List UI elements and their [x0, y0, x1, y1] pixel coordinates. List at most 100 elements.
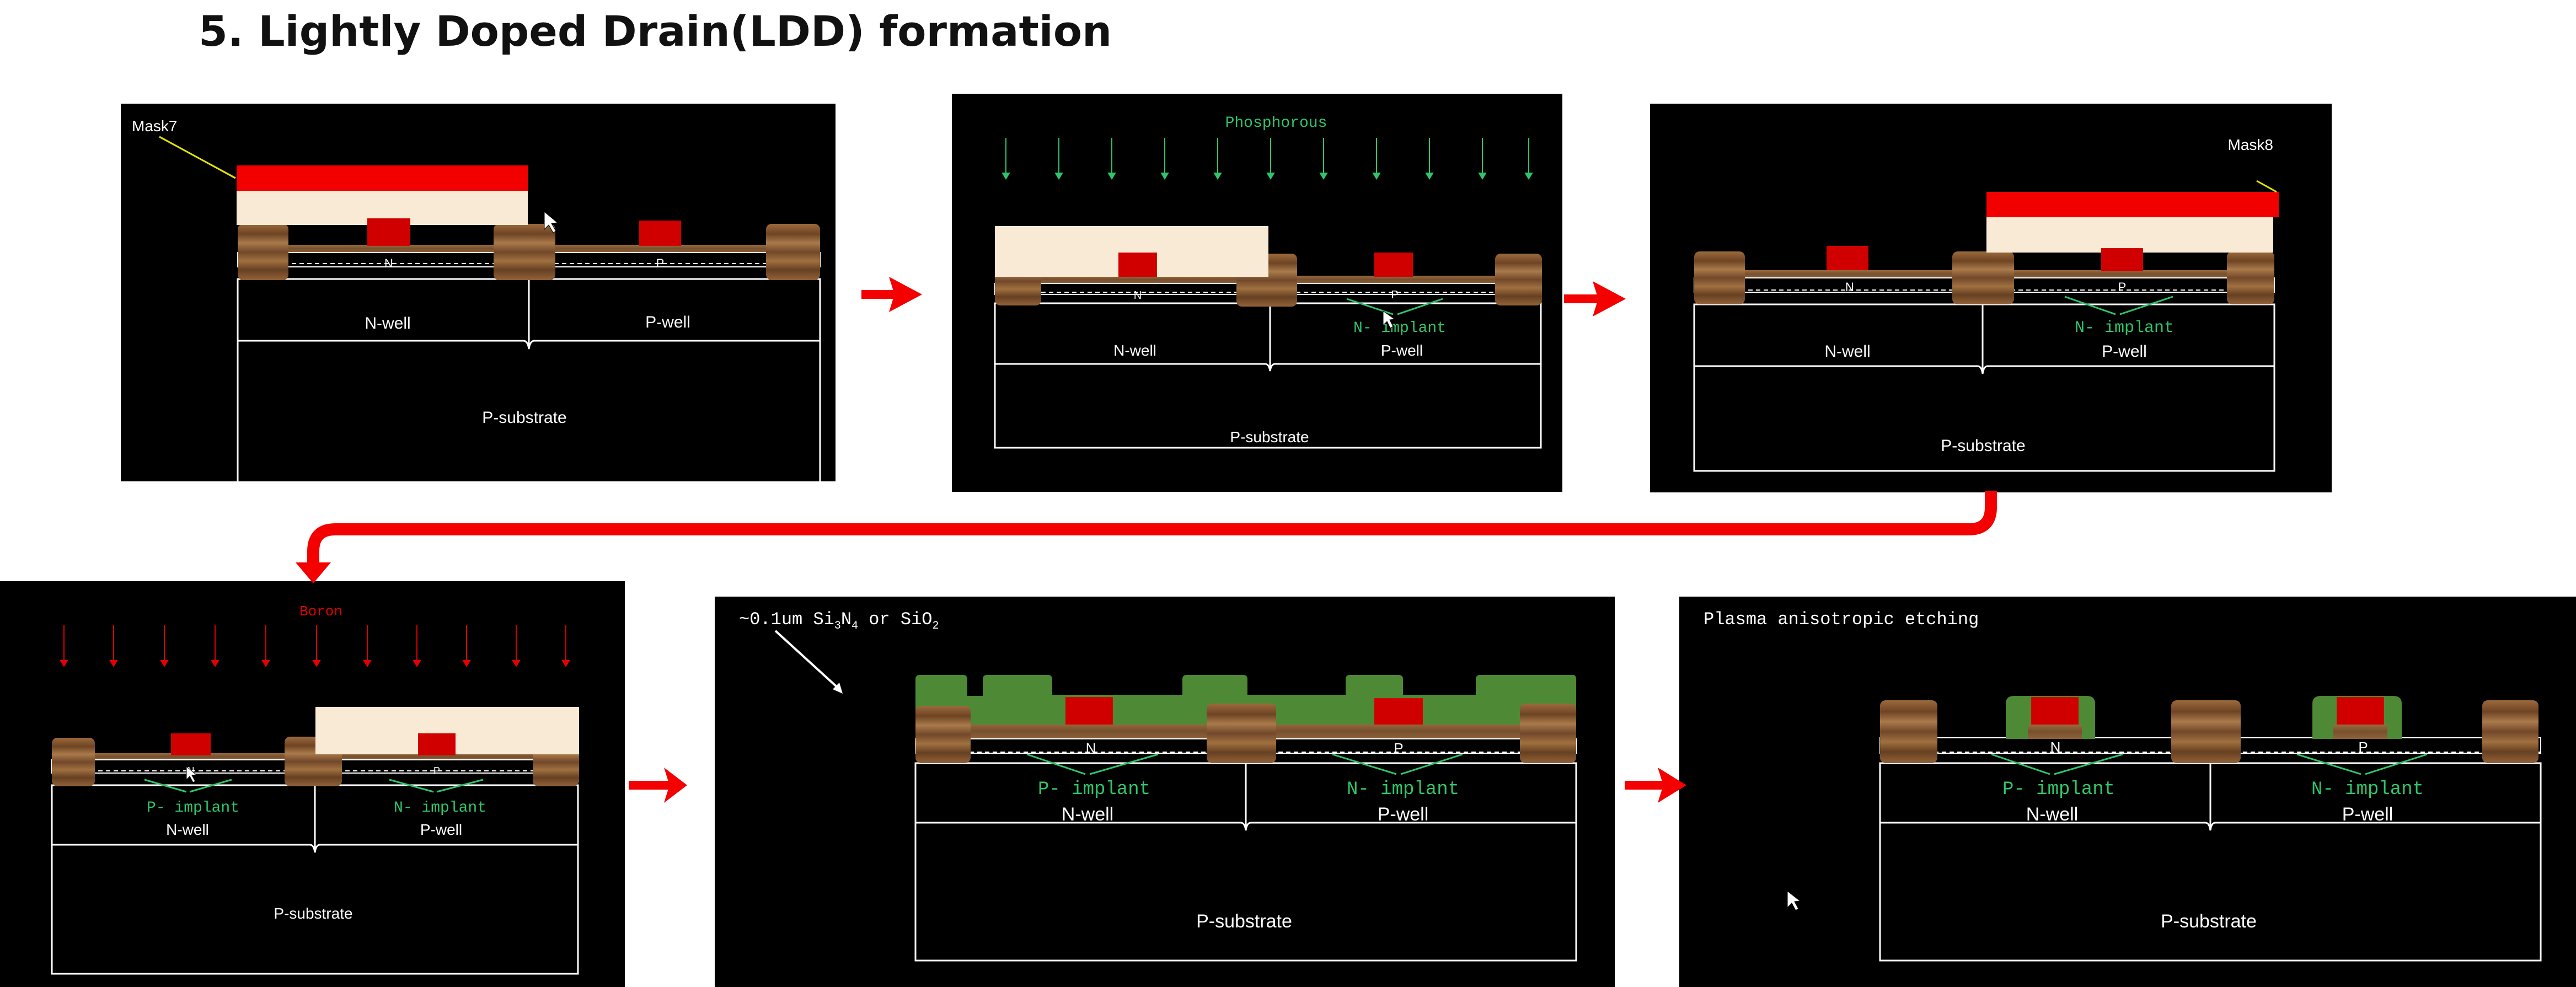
mask-layer — [237, 165, 528, 191]
gate-pmos — [418, 733, 456, 755]
cursor-icon — [186, 765, 197, 783]
substrate-label: P-substrate — [274, 905, 352, 922]
mask-layer — [1986, 192, 2279, 217]
nwell-label: N-well — [166, 821, 209, 838]
substrate-label: P-substrate — [1230, 428, 1309, 446]
cursor-icon — [1383, 310, 1396, 329]
nwell-label: N-well — [1113, 342, 1156, 359]
pwell-label: P-well — [645, 313, 690, 331]
gate-nmos — [1827, 246, 1868, 270]
substrate-outline — [994, 302, 1542, 449]
mask-label: Mask7 — [132, 117, 177, 135]
junction-n-label: N — [1845, 280, 1854, 294]
field-oxide-right — [1495, 254, 1542, 305]
row-connector-icon — [296, 491, 1997, 583]
field-oxide-right — [2482, 700, 2538, 763]
flow-arrow-2-icon — [1564, 281, 1626, 317]
flow-arrow-3-icon — [629, 768, 687, 803]
field-oxide-left — [1880, 700, 1937, 763]
dopant-label: Boron — [299, 603, 342, 620]
panel-boron-implant: Boron N P P- implant N- implant N-well P… — [0, 581, 625, 987]
junction-p-label: P — [1394, 740, 1403, 757]
gate-pmos — [1374, 698, 1423, 725]
well-boundary — [1693, 304, 2275, 374]
implant-label: N- implant — [2075, 319, 2174, 337]
panel-phosphorous-implant: Phosphorous N P N- implant N-well P-well… — [952, 94, 1562, 492]
nwell-label: N-well — [1062, 804, 1113, 825]
pwell-label: P-well — [1378, 804, 1429, 825]
panel-plasma-etching: Plasma anisotropic etching N P P- implan… — [1679, 597, 2576, 987]
field-oxide-right — [2227, 251, 2274, 304]
mask-pointer — [2256, 180, 2277, 193]
implant-arrows — [1002, 138, 1533, 180]
junction-n-label: N — [384, 256, 393, 270]
field-oxide-center — [494, 224, 555, 280]
caption-pointer — [774, 630, 839, 689]
field-oxide-center — [1952, 251, 2014, 304]
field-oxide-center — [2171, 700, 2241, 763]
panel-mask7: Mask7 N P N-well P-well P-substrate — [121, 104, 836, 481]
field-oxide-left — [915, 706, 971, 763]
flow-arrow-4-icon — [1625, 768, 1686, 803]
implant-right-label: N- implant — [2311, 779, 2424, 800]
dopant-label: Phosphorous — [1225, 115, 1327, 132]
implant-pointers — [2064, 296, 2173, 315]
pwell-label: P-well — [2342, 804, 2393, 825]
junction-n-label: N — [1134, 289, 1142, 302]
nwell-label: N-well — [2026, 804, 2078, 825]
implant-left-label: P- implant — [2002, 779, 2115, 800]
gate-pmos — [1374, 253, 1413, 277]
field-oxide-left — [52, 738, 95, 786]
gate-nmos — [2031, 697, 2079, 725]
implant-right-label: N- implant — [1347, 779, 1459, 800]
gate-nmos — [367, 218, 410, 246]
implant-arrows — [60, 625, 570, 667]
junction-p-label: P — [2358, 739, 2368, 755]
nwell-label: N-well — [365, 314, 410, 332]
photoresist — [1986, 216, 2273, 253]
implant-pointers — [144, 779, 484, 793]
nwell-label: N-well — [1824, 342, 1870, 361]
junction-n-label: N — [1086, 740, 1096, 757]
panel-mask8: Mask8 N P N- implant N-well P-well P-sub… — [1650, 104, 2332, 492]
well-boundary — [994, 303, 1542, 372]
substrate-label: P-substrate — [482, 409, 566, 427]
implant-label: N- implant — [1353, 320, 1446, 337]
panel-spacer-deposition: ~0.1um Si3N4 or SiO2 N P P- implant N- i… — [715, 597, 1615, 987]
junction-p-label: P — [656, 256, 665, 270]
pwell-label: P-well — [420, 821, 462, 838]
cursor-icon — [1787, 890, 1801, 911]
gate-pmos — [2337, 697, 2384, 725]
field-oxide-center — [1207, 704, 1276, 763]
implant-left-label: P- implant — [147, 800, 239, 817]
substrate-label: P-substrate — [1941, 437, 2025, 455]
field-oxide-left — [1694, 251, 1745, 304]
implant-pointers — [1991, 753, 2428, 775]
junction-p-label: P — [433, 765, 440, 776]
pwell-label: P-well — [2102, 342, 2147, 361]
flow-arrow-1-icon — [861, 277, 922, 312]
substrate-label: P-substrate — [1196, 911, 1292, 932]
deposition-caption: ~0.1um Si3N4 or SiO2 — [739, 609, 939, 632]
substrate-label: P-substrate — [2161, 911, 2257, 932]
cursor-icon — [544, 211, 559, 233]
field-oxide-right — [766, 224, 820, 280]
etching-caption: Plasma anisotropic etching — [1704, 609, 1979, 630]
junction-p-label: P — [1391, 289, 1398, 301]
junction-p-label: P — [2118, 280, 2127, 294]
implant-left-label: P- implant — [1038, 779, 1150, 800]
gate-nmos — [1065, 697, 1113, 725]
field-oxide-right — [1520, 704, 1576, 763]
gate-pmos — [639, 221, 681, 246]
gate-pmos — [2101, 248, 2143, 271]
page-title: 5. Lightly Doped Drain(LDD) formation — [199, 7, 1112, 56]
implant-right-label: N- implant — [394, 800, 486, 817]
mask-label: Mask8 — [2228, 136, 2273, 153]
pwell-label: P-well — [1381, 342, 1423, 359]
gate-nmos — [1118, 253, 1157, 277]
mask-pointer — [159, 136, 236, 179]
implant-pointers — [1026, 753, 1463, 775]
gate-nmos — [171, 733, 211, 755]
junction-n-label: N — [2050, 739, 2061, 755]
implant-pointers — [1346, 298, 1443, 315]
